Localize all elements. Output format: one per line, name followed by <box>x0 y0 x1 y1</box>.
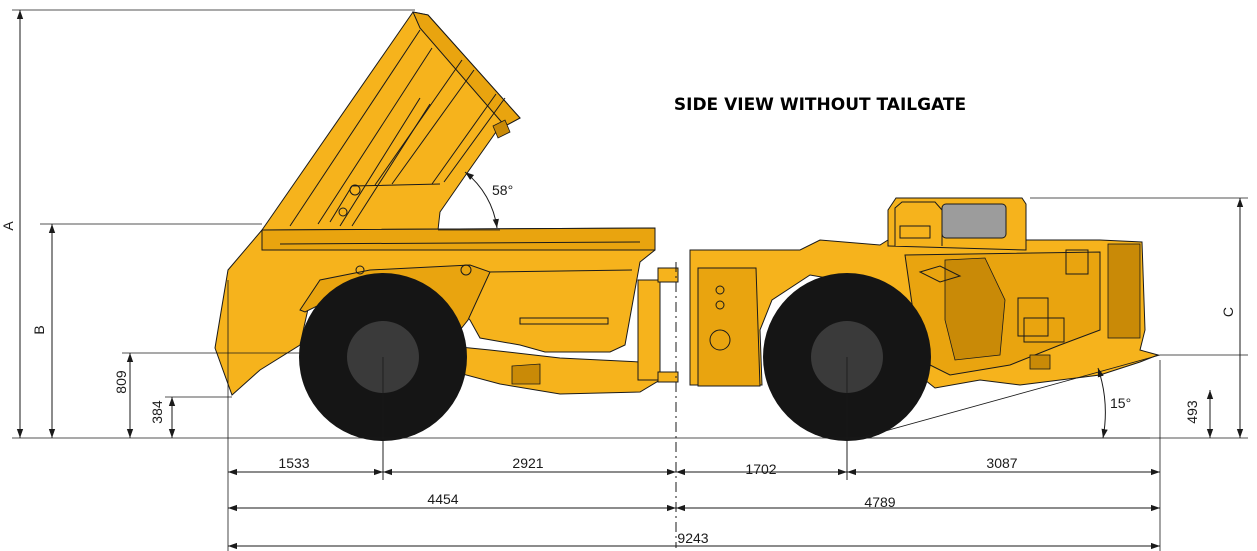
dim-label-1533: 1533 <box>278 455 309 471</box>
dim-label-493: 493 <box>1184 400 1200 424</box>
dim-label-2921: 2921 <box>512 455 543 471</box>
drawing-title: SIDE VIEW WITHOUT TAILGATE <box>674 95 966 115</box>
operator-cab <box>887 197 1027 251</box>
dim-label-3087: 3087 <box>986 455 1017 471</box>
dim-label-4789: 4789 <box>864 494 895 510</box>
tractor-body <box>689 239 1160 389</box>
dim-label-A: A <box>0 221 16 231</box>
vertical-extension-lines <box>12 9 1248 398</box>
rear-frame <box>439 267 679 395</box>
dump-angle-marker <box>438 171 500 231</box>
departure-angle-lines <box>850 354 1161 439</box>
dim-label-1702: 1702 <box>745 461 776 477</box>
dump-angle-label: 58° <box>492 182 513 198</box>
dim-label-B: B <box>31 325 47 334</box>
dim-label-384: 384 <box>149 400 165 424</box>
dim-label-809: 809 <box>113 370 129 394</box>
dim-label-C: C <box>1220 307 1236 317</box>
dim-label-4454: 4454 <box>427 491 458 507</box>
departure-angle-label: 15° <box>1110 395 1131 411</box>
dim-label-9243: 9243 <box>677 530 708 546</box>
raised-dump-box <box>261 11 521 231</box>
